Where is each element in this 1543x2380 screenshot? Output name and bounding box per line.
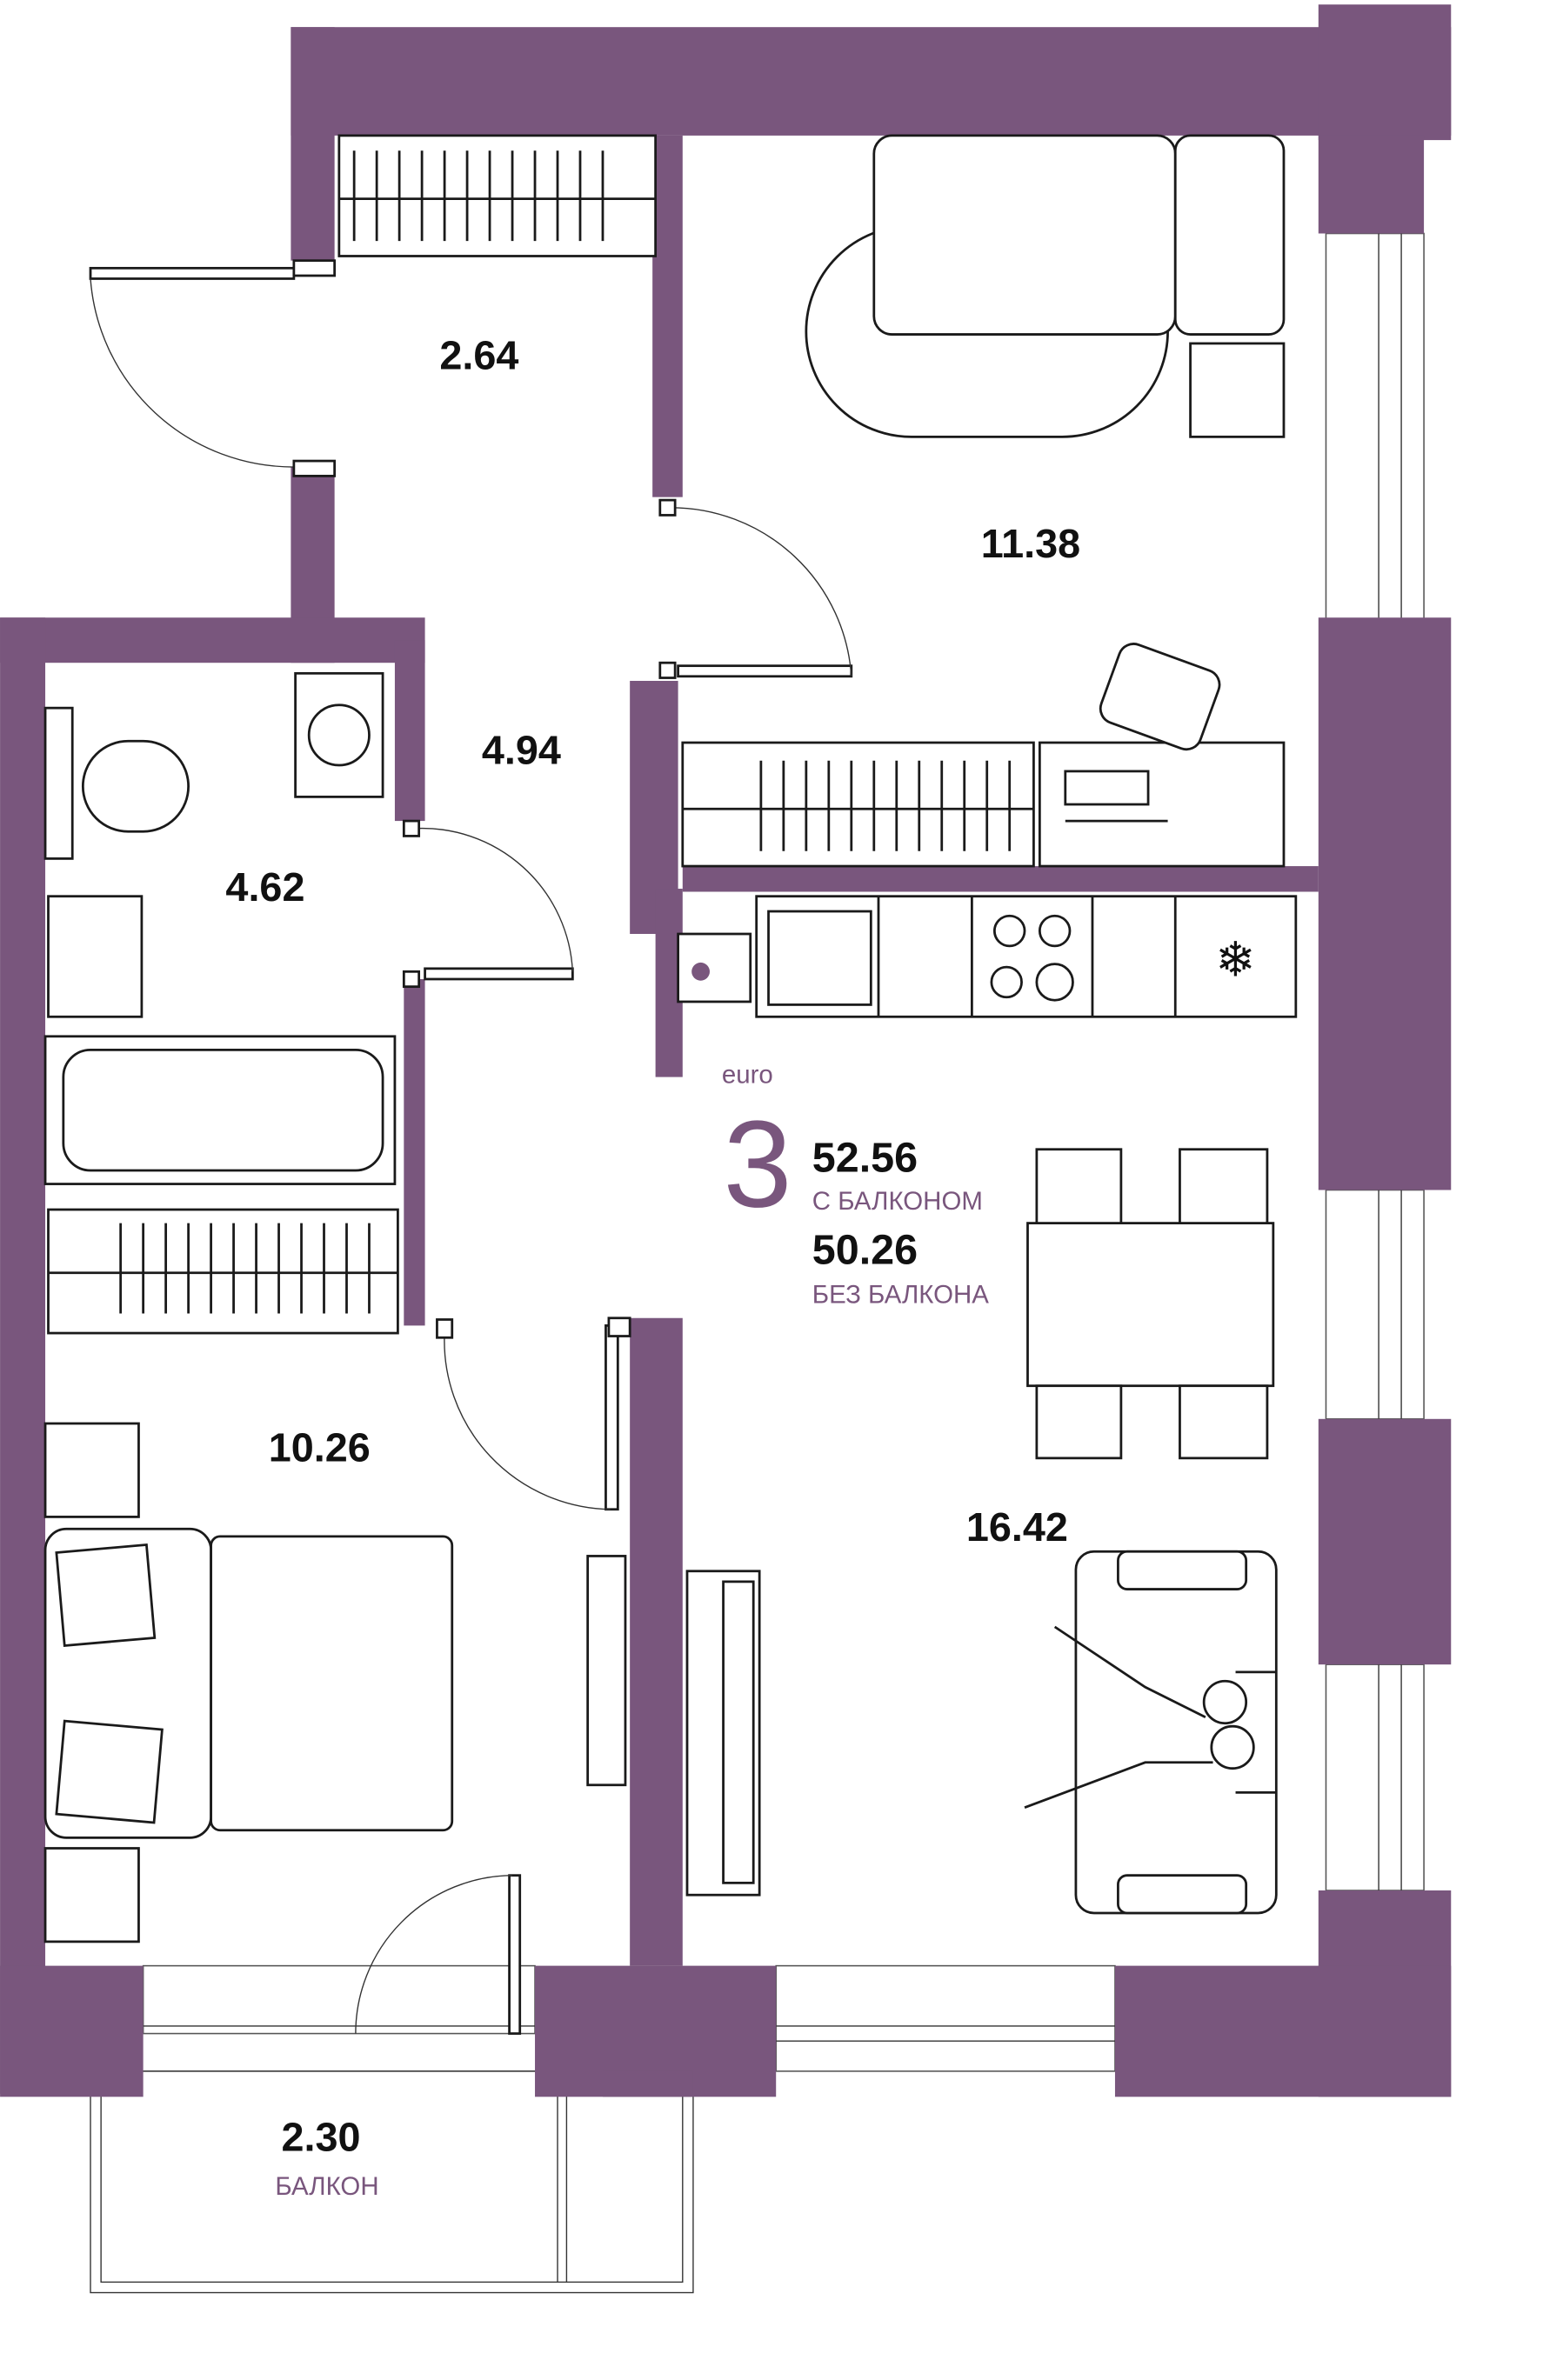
- room-labels: 2.64 11.38 4.94 4.62 10.26 16.42 2.30 БА…: [225, 332, 1080, 2201]
- apartment-class: euro: [722, 1061, 773, 1090]
- balcony-label: БАЛКОН: [275, 2172, 378, 2201]
- windows: [142, 232, 1425, 2072]
- area-bedroom-2: 10.26: [269, 1424, 371, 1470]
- area-bedroom-1: 11.38: [981, 521, 1080, 566]
- walls: [0, 4, 1452, 2097]
- apartment-summary: euro 3 52.56 С БАЛКОНОМ 50.26 БЕЗ БАЛКОН…: [722, 1061, 989, 1310]
- with-balcony-label: С БАЛКОНОМ: [812, 1187, 983, 1216]
- without-balcony-label: БЕЗ БАЛКОНА: [812, 1280, 990, 1309]
- area-hall: 2.64: [439, 332, 518, 377]
- area-corridor: 4.94: [482, 727, 561, 772]
- area-bathroom: 4.62: [225, 864, 304, 910]
- furniture: ❄: [43, 134, 1298, 1943]
- area-without-balcony: 50.26: [812, 1226, 918, 1273]
- balcony-outline: [90, 2070, 694, 2294]
- area-balcony: 2.30: [282, 2115, 361, 2160]
- room-count: 3: [724, 1096, 792, 1234]
- area-with-balcony: 52.56: [812, 1135, 918, 1182]
- area-kitchen-living: 16.42: [966, 1504, 1068, 1550]
- doors: [89, 259, 853, 2035]
- svg-text:❄: ❄: [1215, 933, 1255, 989]
